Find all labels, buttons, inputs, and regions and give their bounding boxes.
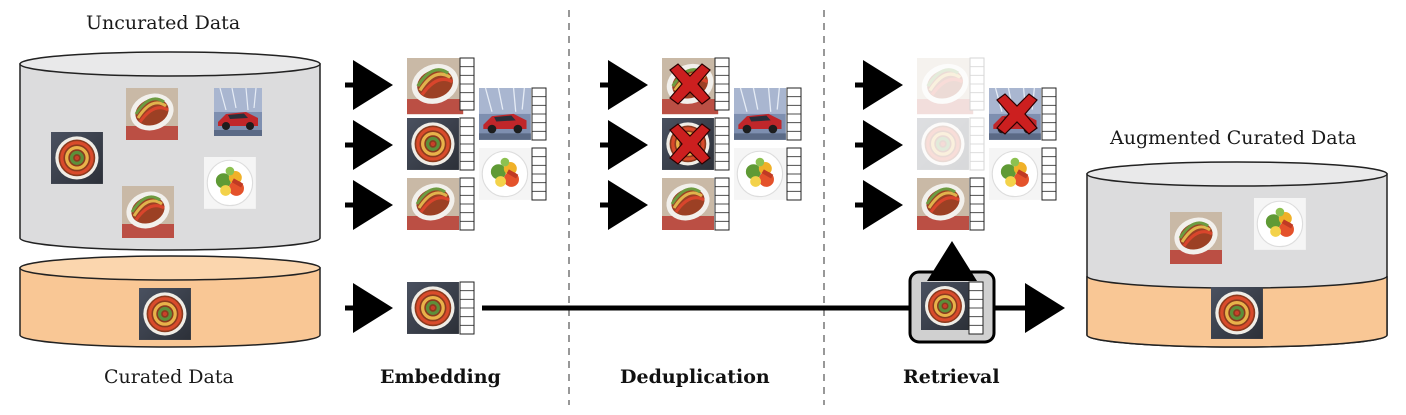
stage-label-embedding: Embedding [380, 366, 501, 388]
car-image-icon [213, 87, 263, 137]
retrieval-item-faded [914, 55, 985, 116]
ratatouille-image-icon [123, 86, 181, 142]
salad-image-icon [1253, 197, 1307, 251]
embedding-item [404, 176, 475, 232]
augmented-database-icon [1086, 161, 1388, 348]
stage-label-retrieval: Retrieval [903, 366, 1000, 388]
retrieval-item-faded [915, 116, 985, 172]
dedup-item-removed [660, 116, 730, 172]
embedding-item [478, 87, 547, 141]
curated-database-icon [19, 255, 321, 348]
ratatouille-image-icon [49, 130, 105, 186]
salad-image-icon [203, 156, 257, 210]
retrieval-item-removed [988, 87, 1057, 141]
retrieval-item-selected [914, 176, 985, 232]
curated-data-label: Curated Data [104, 366, 234, 388]
embedding-item [404, 55, 475, 116]
retrieval-query-box [908, 270, 996, 344]
embedding-item [478, 147, 547, 201]
uncurated-database-icon [19, 51, 321, 251]
retrieval-arrows [855, 60, 903, 230]
curated-embedding-item [405, 280, 475, 336]
ratatouille-image-icon [1167, 210, 1225, 266]
ratatouille-image-icon [137, 286, 193, 342]
dedup-arrows [600, 60, 648, 230]
embedding-item [405, 116, 475, 172]
ratatouille-image-icon [119, 184, 177, 240]
dedup-item [659, 176, 730, 232]
dedup-item-removed [659, 55, 730, 116]
embedding-arrows [345, 60, 393, 333]
ratatouille-image-icon [1209, 285, 1265, 341]
retrieval-item [988, 147, 1057, 201]
augmented-data-label: Augmented Curated Data [1110, 127, 1357, 149]
uncurated-data-label: Uncurated Data [86, 12, 241, 34]
dedup-item [733, 87, 802, 141]
stage-label-deduplication: Deduplication [620, 366, 770, 388]
dedup-item [733, 147, 802, 201]
